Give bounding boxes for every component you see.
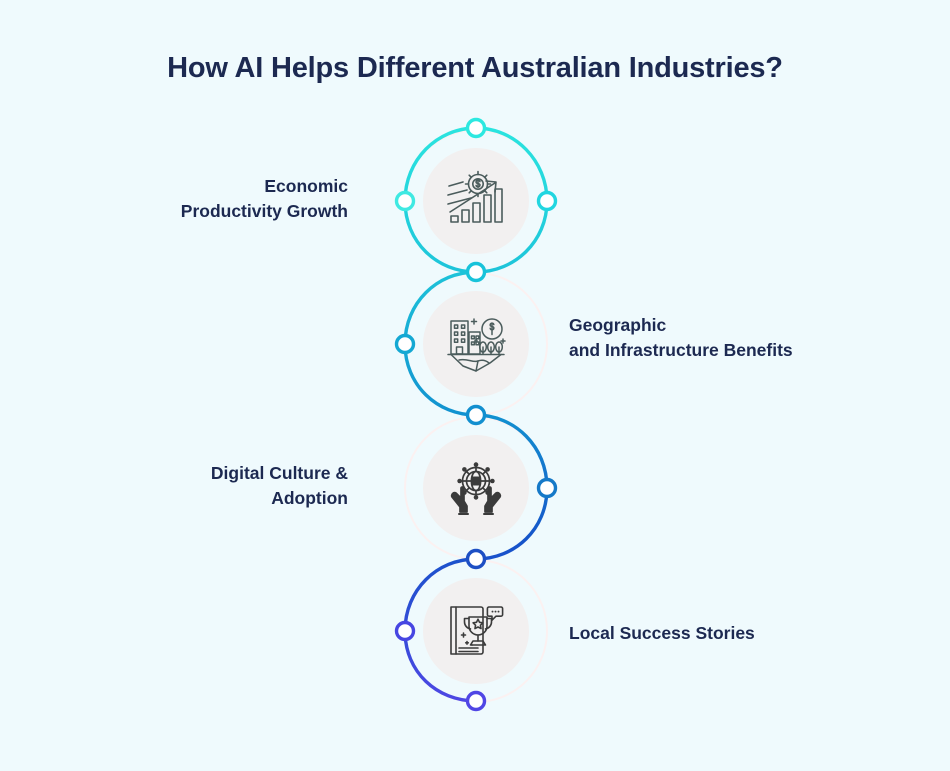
step-3-label: Digital Culture & Adoption <box>210 463 348 508</box>
page-title: How AI Helps Different Australian Indust… <box>167 52 783 84</box>
growth-chart-gear-icon <box>447 170 503 223</box>
node-bottom <box>465 690 487 712</box>
node-3-4-bridge <box>465 548 487 570</box>
node-1-2-bridge <box>465 261 487 283</box>
connector-nodes <box>394 117 558 712</box>
city-island-money-icon <box>447 318 506 372</box>
node-1-left <box>394 190 416 212</box>
node-1-right <box>536 190 558 212</box>
step-1-label: Economic Productivity Growth <box>180 176 348 221</box>
node-4-left <box>394 620 416 642</box>
step-2-icon-disc <box>423 291 529 397</box>
step-4-icon-disc <box>423 578 529 684</box>
step-4-label: Local Success Stories <box>569 623 755 643</box>
step-1-icon-disc <box>423 148 529 254</box>
node-2-3-bridge <box>465 404 487 426</box>
node-2-left <box>394 333 416 355</box>
node-top <box>465 117 487 139</box>
step-2-label: Geographic and Infrastructure Benefits <box>569 315 793 360</box>
node-3-right <box>536 477 558 499</box>
hands-globe-network-icon <box>450 462 502 515</box>
book-trophy-icon <box>450 606 504 655</box>
step-3-icon-disc <box>423 435 529 541</box>
